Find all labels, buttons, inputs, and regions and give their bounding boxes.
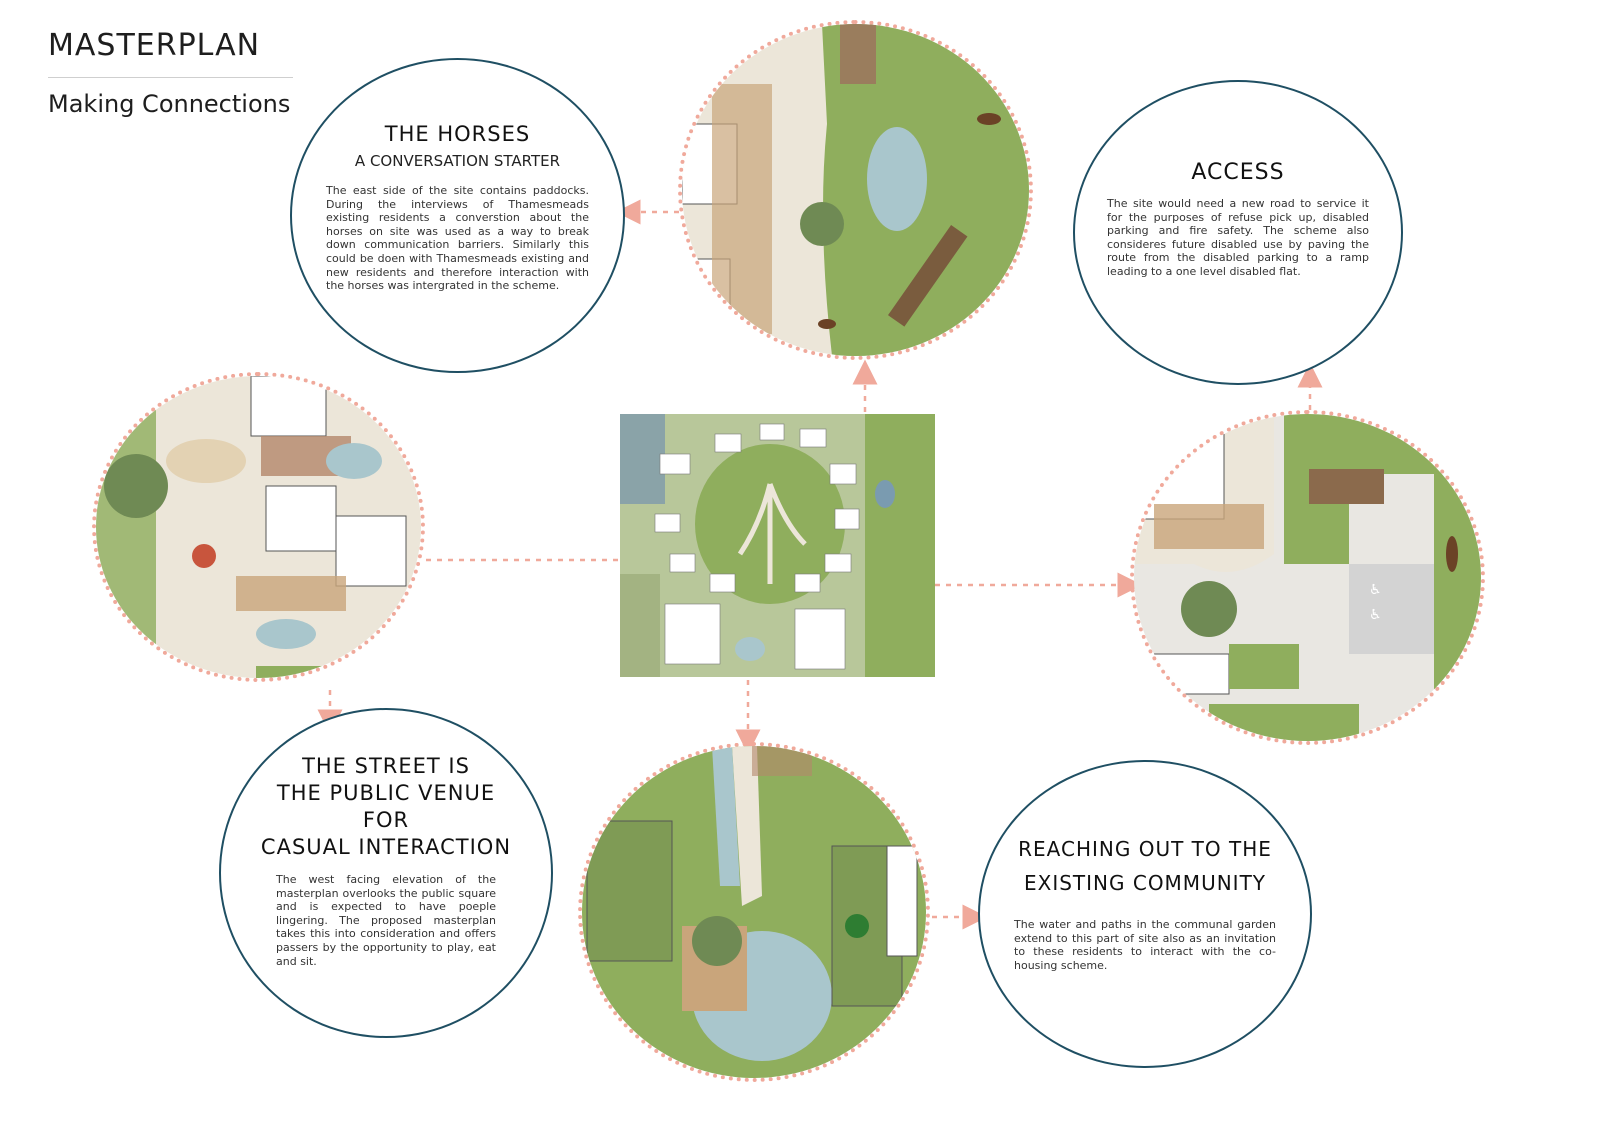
street-body: The west facing elevation of the masterp… (276, 873, 496, 968)
tree-icon (692, 916, 742, 966)
site-masterplan-image (620, 414, 935, 677)
tree-icon (104, 454, 168, 518)
horses-subheading: A CONVERSATION STARTER (354, 152, 561, 170)
title-divider (48, 77, 293, 78)
street-heading-line1: THE STREET IS (302, 754, 470, 778)
horse-icon (818, 319, 836, 329)
horses-body: The east side of the site contains paddo… (326, 184, 589, 293)
street-heading-line2: THE PUBLIC VENUE FOR (276, 781, 496, 832)
community-body: The water and paths in the communal gard… (1014, 918, 1276, 972)
community-bubble: REACHING OUT TO THE EXISTING COMMUNITY T… (978, 760, 1312, 1068)
access-heading: ACCESS (1191, 160, 1285, 185)
community-heading-line2: EXISTING COMMUNITY (1023, 871, 1266, 895)
horses-plan-image (678, 20, 1033, 360)
street-heading-line3: CASUAL INTERACTION (260, 835, 512, 859)
tree-icon (1181, 581, 1237, 637)
horses-bubble: THE HORSES A CONVERSATION STARTER The ea… (290, 58, 625, 373)
wheelchair-icon: ♿ (1369, 582, 1382, 598)
street-bubble: THE STREET IS THE PUBLIC VENUE FOR CASUA… (219, 708, 553, 1038)
horses-heading: THE HORSES (384, 122, 531, 146)
tree-icon (800, 202, 844, 246)
page-subtitle: Making Connections (48, 90, 291, 118)
access-body: The site would need a new road to servic… (1107, 197, 1369, 278)
community-heading-line1: REACHING OUT TO THE (1018, 837, 1272, 861)
wheelchair-icon: ♿ (1369, 607, 1382, 623)
page-title: MASTERPLAN (48, 28, 261, 63)
access-bubble: ACCESS The site would need a new road to… (1073, 80, 1403, 385)
horse-icon (977, 113, 1001, 125)
east-plan-image: ♿ ♿ (1130, 410, 1485, 745)
horse-icon (1446, 536, 1458, 572)
south-plan-image (578, 742, 930, 1082)
west-plan-image (92, 372, 425, 682)
